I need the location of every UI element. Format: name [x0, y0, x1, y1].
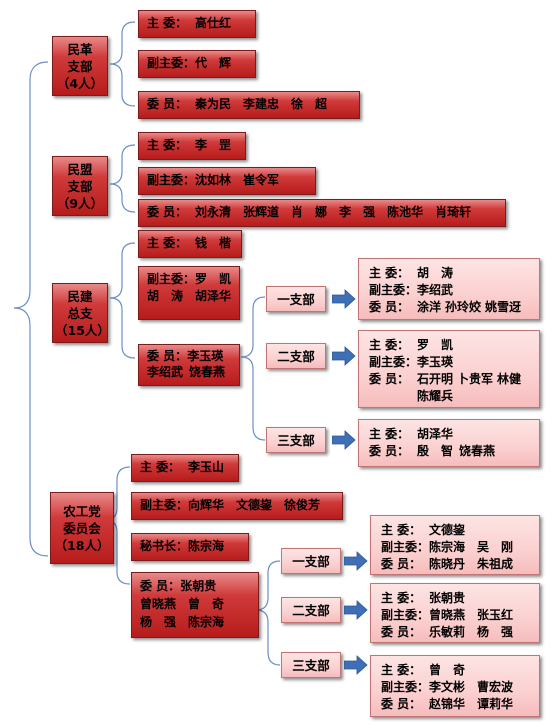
bracket-minge — [109, 21, 136, 107]
bracket-minjian — [109, 242, 136, 359]
minmeng-vice-chair: 副主委：沈如林崔令军 — [138, 167, 316, 195]
org-name-line: 民盟 — [67, 161, 93, 177]
org-name-line: 总支 — [67, 305, 93, 321]
minjian-branch-1-detail: 主 委：胡涛 副主委：李绍武 委 员：涂洋孙玲姣姚雪迓 — [358, 258, 540, 320]
org-name-line: 支部 — [67, 58, 93, 74]
minge-members: 委 员：秦为民李建忠徐超 — [138, 91, 360, 119]
nonggong-vice-chair: 副主委：向辉华文德鋆徐俊芳 — [131, 492, 343, 520]
org-minge: 民革 支部 （4人） — [52, 36, 108, 96]
minjian-chair: 主 委：钱楷 — [138, 230, 242, 258]
minge-vice-chair: 副主委：代辉 — [138, 50, 256, 78]
org-name-line: 委员会 — [63, 520, 101, 536]
org-count: （15人） — [55, 322, 110, 338]
org-minjian: 民建 总支 （15人） — [52, 283, 110, 343]
arrow-right-icon — [344, 551, 368, 571]
arrow-right-icon — [344, 600, 368, 620]
minjian-branch-2: 二支部 — [266, 343, 326, 369]
org-count: （4人） — [56, 75, 104, 91]
org-minmeng: 民盟 支部 （9人） — [52, 156, 108, 216]
arrow-right-icon — [332, 346, 356, 366]
minjian-branch-3: 三支部 — [266, 427, 326, 453]
nonggong-branch-1-detail: 主 委：文德鋆 副主委：陈宗海吴刚 委 员：陈晓丹朱祖成 — [370, 515, 540, 575]
nonggong-branch-3: 三支部 — [281, 652, 341, 678]
bracket-nonggong-branches — [255, 560, 281, 666]
bracket-minmeng — [109, 144, 136, 213]
org-count: （18人） — [54, 537, 110, 553]
minmeng-chair: 主 委：李罡 — [138, 132, 246, 160]
nonggong-members: 委 员：张朝贵 曾晓燕曾奇 杨强陈宗海 — [131, 572, 259, 638]
nonggong-secretary-general: 秘书长：陈宗海 — [131, 533, 249, 561]
minjian-vice-chair: 副主委：罗凯 胡涛胡泽华 — [138, 266, 240, 320]
arrow-right-icon — [332, 289, 356, 309]
arrow-right-icon — [332, 430, 356, 450]
nonggong-branch-2-detail: 主 委：张朝贵 副主委：曾晓燕张玉红 委 员：乐敏莉杨强 — [370, 583, 540, 643]
minjian-branch-3-detail: 主 委：胡泽华 委 员：殷智饶春燕 — [358, 419, 540, 467]
minjian-members: 委 员：李玉瑛 李绍武饶春燕 — [138, 344, 240, 386]
minmeng-members: 委 员：刘永清张辉道肖娜李强陈池华肖琦轩 — [138, 199, 506, 227]
bracket-minjian-branches — [240, 296, 266, 441]
minjian-branch-2-detail: 主 委：罗凯 副主委：李玉瑛 委 员：石开明卜贵军林健 陈耀兵 — [358, 330, 540, 408]
root-bracket — [13, 61, 49, 557]
nonggong-chair: 主 委：李玉山 — [131, 454, 239, 482]
org-name-line: 民建 — [67, 288, 93, 304]
nonggong-branch-1: 一支部 — [281, 548, 341, 574]
org-name-line: 支部 — [67, 178, 93, 194]
nonggong-branch-3-detail: 主 委：曾奇 副主委：李文彬曹宏波 委 员：赵锦华谭莉华 — [370, 655, 540, 717]
arrow-right-icon — [344, 655, 368, 675]
org-name-line: 农工党 — [63, 503, 101, 519]
org-name-line: 民革 — [67, 41, 93, 57]
minjian-branch-1: 一支部 — [266, 286, 326, 312]
nonggong-branch-2: 二支部 — [281, 597, 341, 623]
minge-chair: 主 委：高仕红 — [138, 10, 256, 38]
org-nonggong: 农工党 委员会 （18人） — [50, 492, 114, 564]
org-count: （9人） — [56, 195, 104, 211]
